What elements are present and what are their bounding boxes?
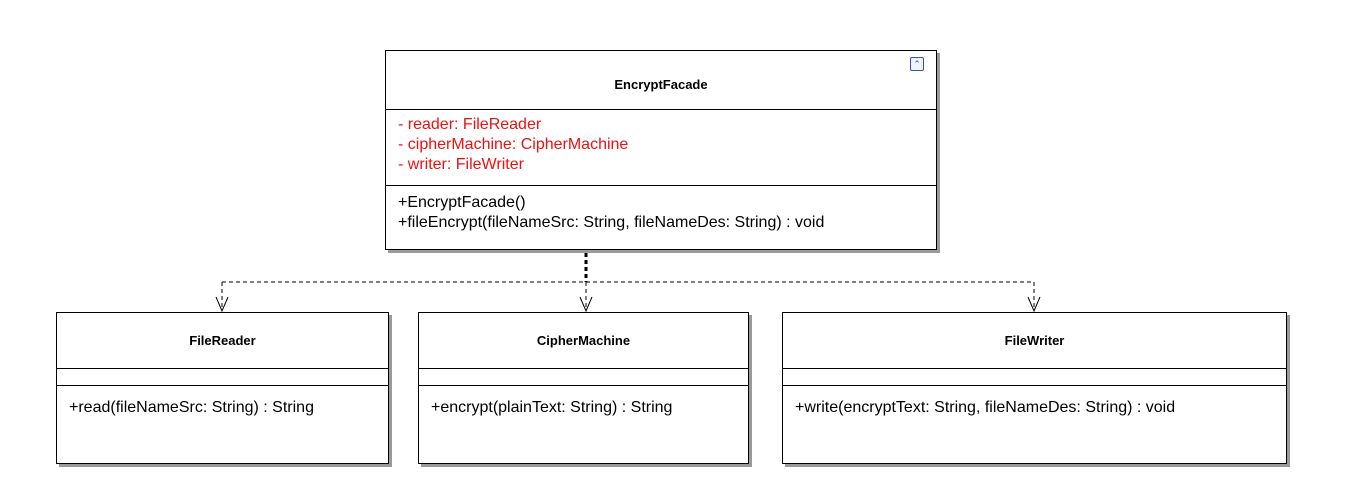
class-encryptfacade[interactable]: EncryptFacade ⌃ - reader: FileReader - c… [385, 50, 937, 250]
class-filewriter[interactable]: FileWriter +write(encryptText: String, f… [782, 312, 1287, 464]
compartment-divider [419, 385, 748, 386]
method-constructor: +EncryptFacade() [398, 194, 526, 211]
method-write: +write(encryptText: String, fileNameDes:… [795, 399, 1176, 416]
class-name: EncryptFacade [614, 77, 708, 92]
class-name: CipherMachine [536, 333, 631, 348]
class-name: FileReader [189, 333, 256, 348]
attribute-ciphermachine: - cipherMachine: CipherMachine [398, 136, 629, 153]
class-ciphermachine[interactable]: CipherMachine +encrypt(plainText: String… [418, 312, 749, 464]
arrowhead-filewriter [1027, 296, 1041, 313]
collapse-icon[interactable]: ⌃ [910, 57, 924, 71]
compartment-divider [57, 368, 388, 369]
compartment-divider [419, 368, 748, 369]
compartment-divider [386, 185, 936, 186]
compartment-divider [783, 385, 1286, 386]
compartment-divider [57, 385, 388, 386]
compartment-divider [783, 368, 1286, 369]
arrowhead-filereader [215, 296, 229, 313]
class-name: FileWriter [1004, 333, 1065, 348]
method-fileencrypt: +fileEncrypt(fileNameSrc: String, fileNa… [398, 214, 825, 231]
method-read: +read(fileNameSrc: String) : String [69, 399, 314, 416]
attribute-reader: - reader: FileReader [398, 116, 542, 133]
class-filereader[interactable]: FileReader +read(fileNameSrc: String) : … [56, 312, 389, 464]
compartment-divider [386, 109, 936, 110]
method-encrypt: +encrypt(plainText: String) : String [431, 399, 673, 416]
arrowhead-ciphermachine [579, 296, 593, 313]
attribute-writer: - writer: FileWriter [398, 156, 524, 173]
